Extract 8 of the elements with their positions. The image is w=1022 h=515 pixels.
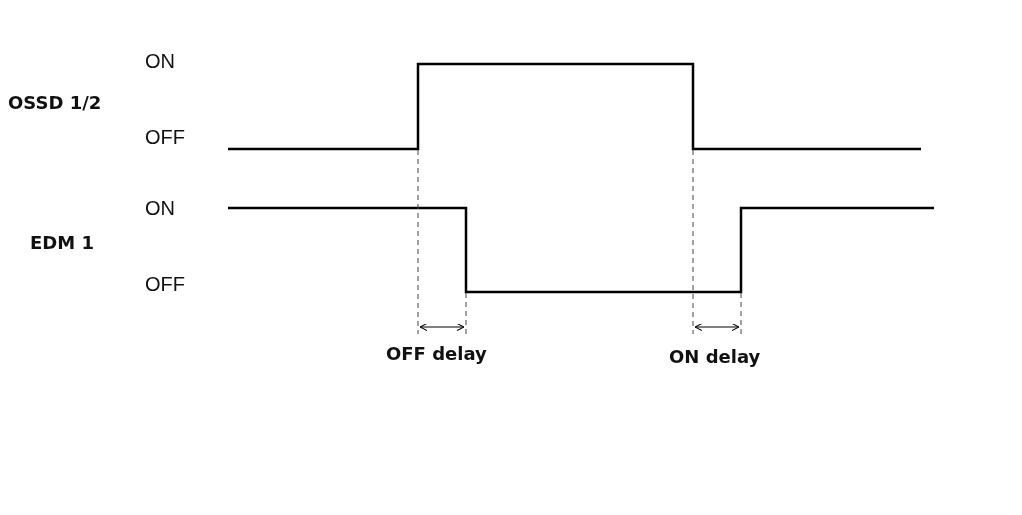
state-label: ON [145, 51, 175, 71]
state-label: ON [145, 198, 175, 218]
state-label: OFF [145, 274, 185, 294]
state-label: OFF [145, 127, 185, 147]
signal-label: EDM 1 [30, 234, 94, 252]
delay-label: ON delay [669, 348, 761, 366]
delay-label: OFF delay [386, 345, 487, 363]
signal-label: OSSD 1/2 [8, 94, 102, 112]
